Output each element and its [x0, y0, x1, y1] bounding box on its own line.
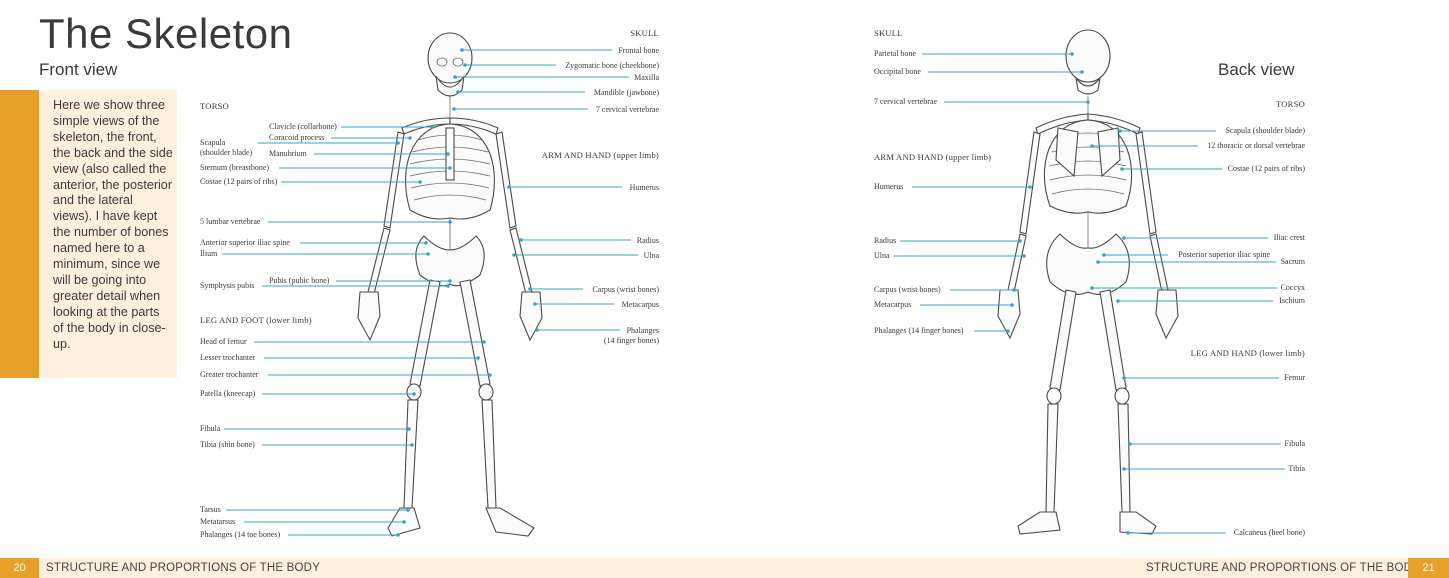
- label-radius-back: Radius: [874, 236, 896, 245]
- label-radius-front: Radius: [637, 236, 659, 245]
- back-view-labels: SKULL TORSO ARM AND HAND (upper limb) LE…: [874, 28, 1306, 537]
- skeleton-illustrations: SKULL TORSO ARM AND HAND (upper limb) LE…: [200, 28, 1306, 539]
- label-frontal-bone: Frontal bone: [618, 46, 659, 55]
- label-scapula-front-1: Scapula: [200, 138, 226, 147]
- page-title: The Skeleton: [39, 10, 293, 57]
- label-ulna-back: Ulna: [874, 251, 890, 260]
- label-lumbar: 5 lumbar vertebrae: [200, 217, 261, 226]
- label-greater-trochanter: Greater trochanter: [200, 370, 259, 379]
- label-carpus-front: Carpus (wrist bones): [592, 285, 659, 294]
- intro-accent-band: [0, 90, 39, 378]
- front-section-leg: LEG AND FOOT (lower limb): [200, 315, 312, 325]
- label-calcaneus: Calcaneus (heel bone): [1234, 528, 1305, 537]
- label-thoracic: 12 thoracic or dorsal vertebrae: [1207, 141, 1305, 150]
- label-lesser-trochanter: Lesser trochanter: [200, 353, 256, 362]
- label-pubis: Pubis (pubic bone): [269, 276, 330, 285]
- label-phalanges-hand-1: Phalanges: [627, 326, 659, 335]
- label-tibia-back: Tibia: [1288, 464, 1305, 473]
- label-patella: Patella (kneecap): [200, 389, 256, 398]
- label-costae-front: Costae (12 pairs of ribs): [200, 177, 278, 186]
- intro-text: Here we show three simple views of the s…: [53, 98, 173, 351]
- back-section-leg: LEG AND HAND (lower limb): [1191, 348, 1305, 358]
- label-femur: Femur: [1284, 373, 1305, 382]
- label-ilium: Ilium: [200, 249, 218, 258]
- label-sacrum: Sacrum: [1281, 257, 1306, 266]
- back-section-torso: TORSO: [1276, 99, 1305, 109]
- label-tarsus: Tarsus: [200, 505, 221, 514]
- front-section-skull: SKULL: [630, 28, 659, 38]
- label-costae-back: Costae (12 pairs of ribs): [1228, 164, 1306, 173]
- label-phalanges-finger-back: Phalanges (14 finger bones): [874, 326, 964, 335]
- intro-box: Here we show three simple views of the s…: [39, 90, 177, 378]
- label-fibula-front: Fibula: [200, 424, 221, 433]
- label-occipital: Occipital bone: [874, 67, 921, 76]
- page-number-left: 20: [0, 558, 39, 578]
- label-maxilla: Maxilla: [634, 73, 659, 82]
- label-ulna-front: Ulna: [643, 251, 659, 260]
- label-symphysis: Symphysis pubis: [200, 281, 254, 290]
- label-metacarpus-front: Metacarpus: [622, 300, 659, 309]
- label-cervical-back: 7 cervical vertebrae: [874, 97, 938, 106]
- label-clavicle: Clavicle (collarbone): [269, 122, 337, 131]
- label-psis: Posterior superior iliac spine: [1178, 250, 1270, 259]
- running-head-left: STRUCTURE AND PROPORTIONS OF THE BODY: [46, 562, 321, 574]
- back-section-arm: ARM AND HAND (upper limb): [874, 152, 991, 162]
- label-iliac-crest: Iliac crest: [1274, 233, 1306, 242]
- front-section-torso: TORSO: [200, 101, 229, 111]
- label-manubrium: Manubrium: [269, 149, 308, 158]
- label-tibia-front: Tibia (shin bone): [200, 440, 255, 449]
- label-head-femur: Head of femur: [200, 337, 247, 346]
- label-coccyx: Coccyx: [1281, 283, 1305, 292]
- label-metatarsus: Metatarsus: [200, 517, 235, 526]
- front-view-subtitle: Front view: [39, 60, 118, 79]
- label-phalanges-hand-2: (14 finger bones): [604, 336, 659, 345]
- label-mandible: Mandible (jawbone): [594, 88, 659, 97]
- label-ischium: Ischium: [1279, 296, 1306, 305]
- footer-band: [0, 558, 1449, 578]
- label-phalanges-toe: Phalanges (14 toe bones): [200, 530, 281, 539]
- label-coracoid: Coracoid process: [269, 133, 324, 142]
- label-humerus-front: Humerus: [630, 183, 659, 192]
- back-skeleton-drawing: [997, 29, 1179, 535]
- running-head-right: STRUCTURE AND PROPORTIONS OF THE BODY: [1146, 562, 1421, 574]
- back-view-subtitle: Back view: [1218, 60, 1295, 79]
- front-section-arm: ARM AND HAND (upper limb): [542, 150, 659, 160]
- label-cervical-front: 7 cervical vertebrae: [596, 105, 660, 114]
- label-humerus-back: Humerus: [874, 182, 903, 191]
- front-skeleton-drawing: [357, 32, 543, 537]
- label-fibula-back: Fibula: [1285, 439, 1306, 448]
- label-sternum: Sternum (breastbone): [200, 163, 269, 172]
- label-zygomatic: Zygomatic bone (cheekbone): [565, 61, 659, 70]
- label-scapula-back: Scapula (shoulder blade): [1225, 126, 1305, 135]
- page-number-right: 21: [1408, 558, 1449, 578]
- label-scapula-front-2: (shoulder blade): [200, 148, 253, 157]
- front-view-labels: SKULL TORSO ARM AND HAND (upper limb) LE…: [200, 28, 659, 539]
- label-parietal: Parietal bone: [874, 49, 916, 58]
- label-asis: Anterior superior iliac spine: [200, 238, 290, 247]
- label-carpus-back: Carpus (wrist bones): [874, 285, 941, 294]
- label-metacarpus-back: Metacarpus: [874, 300, 911, 309]
- back-section-skull: SKULL: [874, 28, 903, 38]
